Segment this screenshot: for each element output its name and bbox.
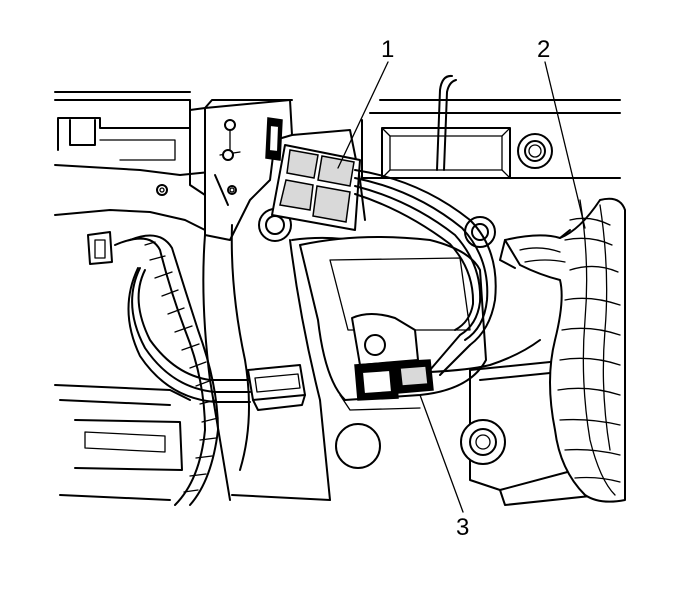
connector-1-wires [354,169,497,376]
vertical-rod [436,74,457,171]
callout-1: 1 [381,36,394,63]
upper-right-bolt [517,133,553,169]
leader-line-3 [419,394,464,513]
callout-3: 3 [456,514,469,541]
leader-lines [337,61,586,513]
trim-panel [202,129,366,501]
lower-right-bracket [460,359,601,506]
harness-clip [247,364,306,411]
rail-slot [361,119,621,179]
lower-left-panel [54,384,191,501]
left-clip [87,231,113,265]
connector-3 [351,313,541,401]
leader-line-2 [544,61,586,229]
lower-panel-hole [335,423,381,469]
left-wire-harness [114,234,251,506]
callout-2: 2 [537,36,550,63]
leader-line-1 [337,61,389,169]
right-harness-wrap [499,197,626,503]
connector-1 [265,117,361,231]
